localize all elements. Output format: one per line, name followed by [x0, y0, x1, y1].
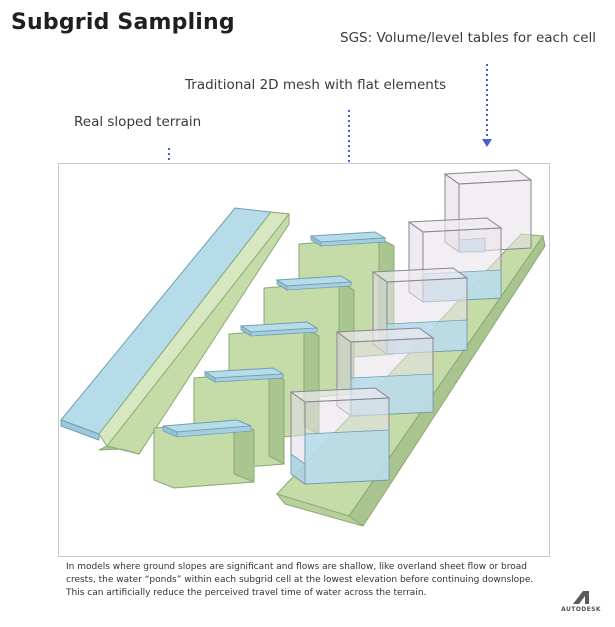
sgs-arrow-icon: [482, 64, 492, 147]
sgs-cell-1-water: [304, 429, 390, 485]
real-terrain-side: [98, 445, 140, 455]
flat-water-elements: [162, 231, 387, 438]
real-terrain-water-edge: [60, 419, 100, 441]
autodesk-logo-icon: [573, 591, 589, 604]
sgs-sloped-terrain: [275, 169, 546, 527]
autodesk-logo: AUTODESK: [556, 588, 606, 618]
sgs-cell-boxes: [289, 169, 533, 485]
real-sloped-terrain: [60, 207, 290, 455]
autodesk-logo-text: AUTODESK: [561, 606, 601, 613]
page-title: Subgrid Sampling: [11, 10, 235, 35]
sgs-cell-1: [289, 387, 391, 485]
diagram-frame: [58, 163, 550, 557]
sgs-terrain-front: [275, 493, 364, 527]
real-terrain-label: Real sloped terrain: [74, 114, 202, 130]
real-terrain-underside: [98, 211, 290, 447]
stair-step-2-side: [268, 371, 285, 465]
traditional-mesh-label: Traditional 2D mesh with flat elements: [185, 77, 447, 93]
terrain-diagram: [60, 169, 546, 527]
caption-text: In models where ground slopes are signif…: [66, 562, 534, 598]
sgs-label: SGS: Volume/level tables for each cell: [340, 30, 597, 46]
